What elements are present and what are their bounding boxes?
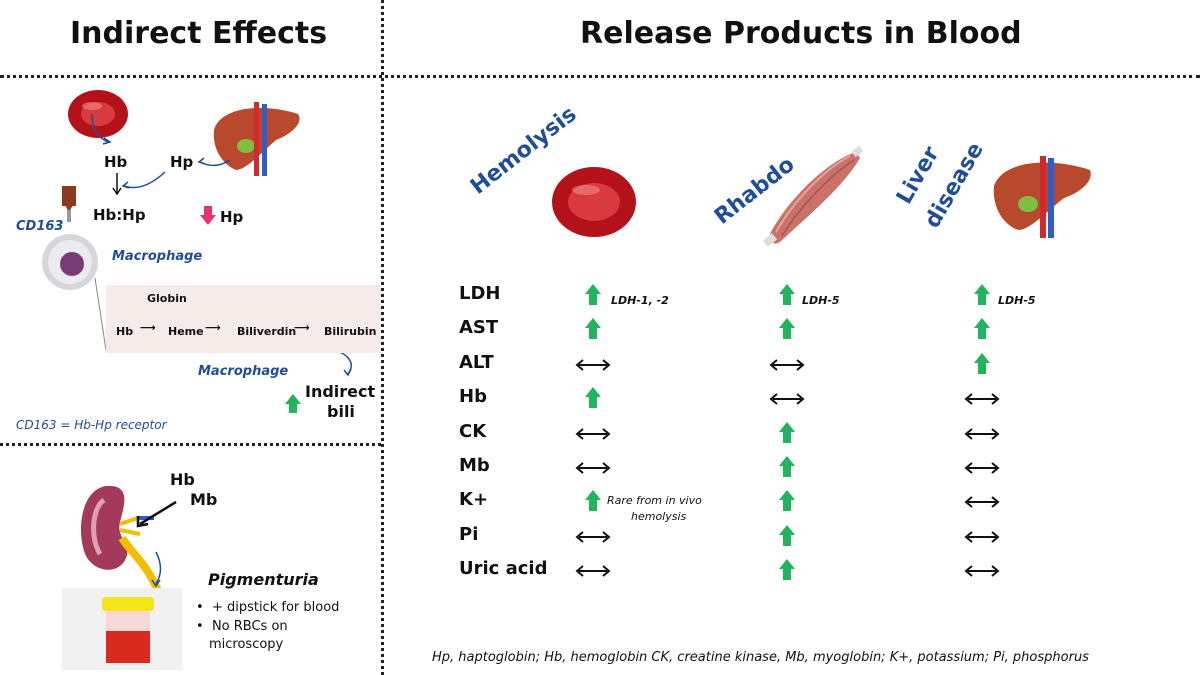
down-arrow-icon — [200, 206, 216, 225]
liver-icon — [213, 102, 300, 176]
kidney-icon — [80, 485, 164, 598]
up-arrow-icon — [285, 394, 301, 413]
path-biliverdin: Biliverdin — [237, 325, 297, 338]
up-arrow-icon-rhabdo-0 — [779, 284, 795, 305]
indirect-bili-label-1: Indirect — [305, 382, 376, 401]
release-products-header: Release Products in Blood — [580, 16, 1022, 51]
row-label-uric-acid: Uric acid — [459, 558, 548, 580]
abbreviation-footnote: Hp, haptoglobin; Hb, hemoglobin CK, crea… — [432, 650, 1089, 665]
ldh-rhabdo-note: LDH-5 — [802, 289, 840, 308]
pigment-hb-label: Hb — [170, 470, 195, 489]
row-label-pi: Pi — [459, 523, 479, 545]
urine-flow-arrow — [151, 551, 162, 588]
pigmenturia-bullet-1: • + dipstick for blood — [196, 600, 340, 615]
up-arrow-icon-rhabdo-7 — [779, 524, 795, 546]
globin-label: Globin — [147, 292, 187, 305]
path-arrow-2: ⟶ — [205, 321, 221, 334]
ldh-liver-note-text: LDH-5 — [998, 294, 1036, 307]
ldh-hemolysis-note-text: LDH-1, -2 — [611, 294, 669, 307]
row-label-mb: Mb — [459, 455, 490, 476]
no-change-arrow-icon-hemolysis-4 — [575, 427, 611, 440]
row-label-hb: Hb — [459, 386, 487, 408]
no-change-arrow-icon-rhabdo-2 — [769, 359, 805, 371]
macrophage-icon — [42, 186, 98, 290]
hb-label: Hb — [104, 153, 128, 171]
path-bilirubin: Bilirubin — [324, 325, 377, 338]
up-arrow-icon-liver-1 — [974, 318, 990, 340]
no-change-arrow-icon-liver-8 — [964, 565, 1000, 577]
no-change-arrow-icon-hemolysis-7 — [575, 531, 611, 543]
no-change-arrow-icon-liver-7 — [964, 531, 1000, 543]
up-arrow-icon-liver-0 — [974, 284, 990, 305]
up-arrow-icon-hemolysis-0 — [585, 284, 601, 305]
red-blood-cell-icon — [68, 90, 128, 138]
path-arrow-1: ⟶ — [140, 321, 156, 334]
up-arrow-icon-hemolysis-1 — [585, 318, 601, 340]
up-arrow-icon-hemolysis-6 — [585, 490, 601, 512]
up-arrow-icon-rhabdo-1 — [779, 318, 795, 340]
muscle-icon — [762, 145, 864, 247]
no-change-arrow-icon-liver-3 — [964, 393, 1000, 405]
urine-cup-icon — [102, 597, 154, 663]
vertical-divider — [381, 0, 384, 675]
no-change-arrow-icon-liver-5 — [964, 462, 1000, 474]
macrophage-label-2: Macrophage — [198, 364, 289, 379]
pigment-mb-label: Mb — [190, 490, 218, 509]
pigmenturia-bullet-2-text: No RBCs on — [211, 619, 288, 634]
row-label-ldh: LDH — [459, 283, 501, 304]
hb-hp-complex-label: Hb:Hp — [93, 206, 146, 224]
pigmenturia-bullet-2-cont: microscopy — [209, 637, 284, 652]
up-arrow-icon-rhabdo-6 — [779, 490, 795, 512]
indirect-effects-header: Indirect Effects — [70, 16, 328, 51]
ldh-rhabdo-note-text: LDH-5 — [802, 294, 840, 307]
heme-pathway-box — [106, 285, 381, 353]
pigmenturia-bullet-2: • No RBCs on — [196, 619, 288, 634]
row-label-alt: ALT — [459, 351, 494, 373]
up-arrow-icon-hemolysis-3 — [585, 387, 601, 409]
no-change-arrow-icon-hemolysis-8 — [575, 565, 611, 577]
pigmenturia-bullet-1-text: + dipstick for blood — [211, 600, 340, 615]
up-arrow-icon-rhabdo-8 — [779, 559, 795, 581]
cd163-label: CD163 — [16, 219, 64, 234]
hemolysis-rbc-icon — [552, 167, 636, 237]
no-change-arrow-icon-hemolysis-5 — [575, 462, 611, 474]
macrophage-label-1: Macrophage — [112, 249, 203, 264]
no-change-arrow-icon-rhabdo-3 — [769, 393, 805, 405]
path-arrow-3: ⟶ — [294, 321, 310, 334]
pigmenturia-title: Pigmenturia — [208, 570, 319, 589]
no-change-arrow-icon-hemolysis-2 — [575, 359, 611, 371]
pigment-arrow — [136, 500, 177, 528]
row-label-ck: CK — [459, 420, 487, 442]
row-label-k-: K+ — [459, 489, 489, 511]
no-change-arrow-icon-liver-4 — [964, 427, 1000, 440]
path-hb: Hb — [116, 325, 134, 338]
path-heme: Heme — [168, 325, 204, 338]
indirect-bili-label-2: bili — [327, 402, 355, 421]
up-arrow-icon-rhabdo-4 — [779, 421, 795, 443]
k-hemolysis-note-2: hemolysis — [631, 510, 687, 523]
header-divider — [0, 75, 1200, 78]
up-arrow-icon-liver-2 — [974, 352, 990, 374]
liver-disease-icon — [993, 156, 1091, 238]
k-hemolysis-note-1: Rare from in vivo — [607, 494, 702, 507]
row-label-ast: AST — [459, 317, 499, 339]
left-section-divider — [0, 443, 381, 446]
ldh-liver-note: LDH-5 — [998, 289, 1036, 308]
cd163-definition: CD163 = Hb-Hp receptor — [16, 418, 167, 432]
no-change-arrow-icon-liver-6 — [964, 496, 1000, 509]
ldh-hemolysis-note: LDH-1, -2 — [611, 289, 669, 308]
hp-label: Hp — [170, 153, 194, 171]
hp-decreased-label: Hp — [220, 208, 244, 226]
up-arrow-icon-rhabdo-5 — [779, 456, 795, 477]
